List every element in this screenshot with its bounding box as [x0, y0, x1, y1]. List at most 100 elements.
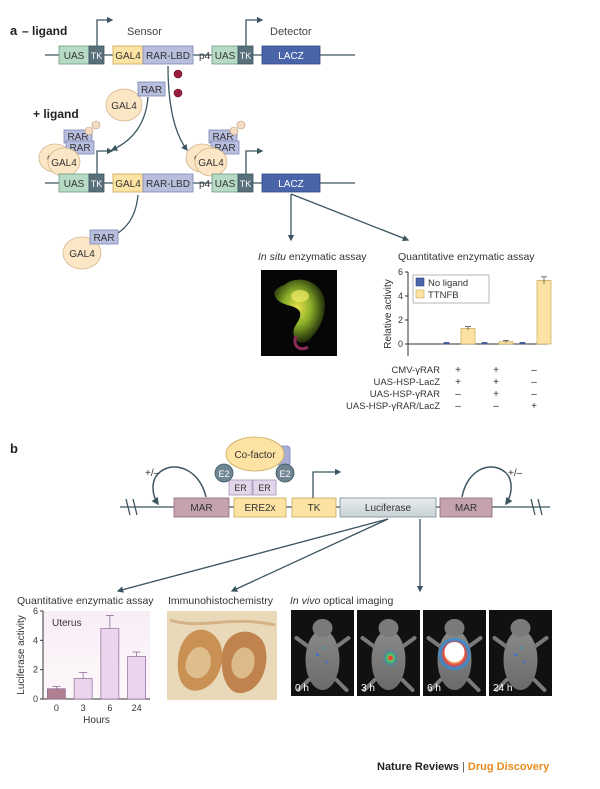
bar-ttnfb — [460, 328, 476, 345]
bar — [127, 656, 146, 700]
x-tick-label: 0 — [54, 703, 59, 713]
quant-title-b: Quantitative enzymatic assay — [17, 595, 154, 607]
minus-ligand-label: – ligand — [22, 24, 67, 38]
mar-box-left — [173, 497, 230, 518]
legend-swatch — [415, 289, 425, 299]
legend-box — [412, 274, 490, 304]
y-tick-label: 2 — [33, 665, 38, 675]
ligand-dot — [173, 88, 183, 98]
construct-bottom: UAS TK GAL4 RAR-LBD p4 UAS TK LACZ — [45, 147, 355, 193]
bar-no-ligand — [481, 342, 488, 345]
y-tick-label: 0 — [398, 339, 403, 349]
plus-minus-left: +/– — [145, 468, 160, 479]
y-tick-label: 4 — [33, 635, 38, 645]
signal-speckle — [325, 660, 328, 664]
gal4-label: GAL4 — [51, 158, 77, 169]
mar-text: MAR — [455, 503, 477, 514]
plasmid-construct: MAR ERE2x TK Luciferase MAR +/– +/– — [120, 466, 550, 518]
signal-speckle — [316, 653, 319, 657]
mar-box-right — [439, 497, 493, 518]
lacz-text: LACZ — [278, 51, 304, 62]
table-cell: – — [531, 377, 537, 388]
time-label: 24 h — [493, 683, 512, 694]
embryo-photo — [261, 270, 337, 356]
e2-text: E2 — [279, 469, 290, 479]
tk-box-b — [291, 497, 337, 518]
rar-label: RAR — [214, 143, 235, 154]
condition-table: CMV-γRAR++–UAS-HSP-LacZ++–UAS-HSP-γRAR–+… — [346, 365, 537, 412]
cofactor-text: Co-factor — [234, 450, 276, 461]
promoter-arrow-b — [312, 468, 342, 498]
table-row-label: UAS-HSP-γRAR — [370, 389, 440, 400]
mouse-limbs — [492, 636, 549, 648]
bound-complex-left: RAR RAR G GAL4 — [38, 120, 101, 177]
panel-b-label: b — [10, 441, 18, 456]
table-cell: + — [455, 365, 461, 376]
y-tick-label: 6 — [398, 267, 403, 277]
promoter-arrow-1 — [96, 16, 114, 46]
uas-text-2: UAS — [215, 51, 236, 62]
y-tick-label: 0 — [33, 694, 38, 704]
tk-text-2: TK — [240, 179, 252, 189]
gal4-text: GAL4 — [115, 179, 141, 190]
journal-section: Drug Discovery — [467, 761, 550, 773]
table-cell: + — [531, 401, 537, 412]
chart-title: Uterus — [52, 618, 81, 629]
tk-text-b: TK — [308, 503, 321, 514]
flow-arrow — [167, 65, 188, 152]
mouse-limbs — [296, 678, 349, 692]
immuno-title: Immunohistochemistry — [168, 595, 274, 607]
rar-lbd-box — [142, 45, 194, 65]
in-situ-rest: enzymatic assay — [286, 251, 367, 263]
flow-arrow — [110, 96, 149, 151]
journal-name: Nature Reviews — [377, 761, 459, 773]
detector-label: Detector — [270, 26, 312, 38]
table-cell: + — [493, 365, 499, 376]
legend-entry: TTNFB — [428, 290, 459, 301]
table-cell: – — [455, 389, 461, 400]
mouse-limbs — [360, 636, 417, 648]
table-cell: – — [493, 401, 499, 412]
mouse-body — [305, 630, 340, 690]
er-text: ER — [258, 483, 271, 493]
plus-minus-right: +/– — [508, 468, 523, 479]
lacz-box — [261, 173, 321, 193]
x-tick-label: 24 — [132, 703, 142, 713]
mouse-body — [503, 630, 538, 690]
promoter-arrow-2 — [245, 147, 264, 174]
p4-text: p4 — [199, 51, 211, 62]
imaging-frame: 6 h — [423, 610, 486, 696]
p4-text: p4 — [199, 179, 211, 190]
uas-text-2: UAS — [215, 179, 236, 190]
mouse-limbs — [428, 678, 481, 692]
signal-speckle — [523, 660, 526, 664]
bound-complex-right: RAR RAR G GAL4 — [185, 120, 246, 177]
flow-arrow — [116, 518, 389, 593]
signal-core — [444, 642, 465, 662]
x-tick-label: 6 — [107, 703, 112, 713]
mouse-limbs — [294, 636, 351, 648]
signal-speckle — [514, 653, 517, 657]
gal4-text: GAL4 — [115, 51, 141, 62]
table-cell: + — [493, 389, 499, 400]
gal4-label: GAL4 — [69, 249, 95, 260]
bar — [47, 688, 66, 700]
tk-text: TK — [91, 51, 103, 61]
table-cell: – — [531, 389, 537, 400]
bar-no-ligand — [443, 342, 450, 345]
y-tick-label: 6 — [33, 606, 38, 616]
time-label: 6 h — [427, 683, 441, 694]
y-axis-label: Luciferase activity — [16, 615, 27, 694]
rar-label: RAR — [69, 143, 90, 154]
journal-footer: Nature Reviews | Drug Discovery — [377, 761, 550, 773]
panel-a-label: a — [10, 23, 18, 38]
uas-text: UAS — [64, 51, 85, 62]
mar-text: MAR — [190, 503, 212, 514]
uas-text: UAS — [64, 179, 85, 190]
rar-gal4-complex: GAL4 RAR — [105, 81, 166, 122]
y-axis-label: Relative activity — [383, 279, 394, 348]
imaging-frame: 0 h — [291, 610, 354, 696]
er-text: ER — [234, 483, 247, 493]
invivo-title: In vivo optical imaging — [290, 595, 393, 607]
flow-arrow — [230, 518, 389, 592]
